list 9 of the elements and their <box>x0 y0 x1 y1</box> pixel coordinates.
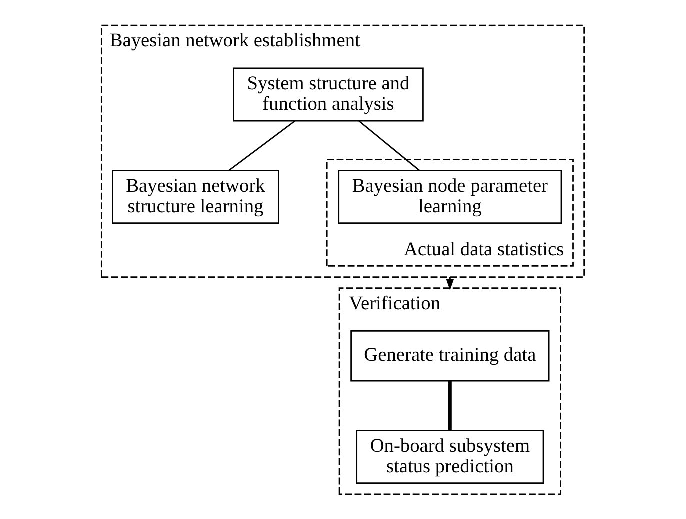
connector <box>358 120 420 171</box>
node-box: Bayesian network structure learning <box>112 170 280 224</box>
arrow <box>446 276 454 290</box>
node-box: Bayesian node parameter learning <box>338 170 562 224</box>
node-box: On-board subsystem status prediction <box>356 430 544 484</box>
connector <box>228 120 296 171</box>
connector <box>448 380 452 430</box>
node-box: System structure and function analysis <box>233 67 424 122</box>
node-box: Generate training data <box>350 330 550 382</box>
